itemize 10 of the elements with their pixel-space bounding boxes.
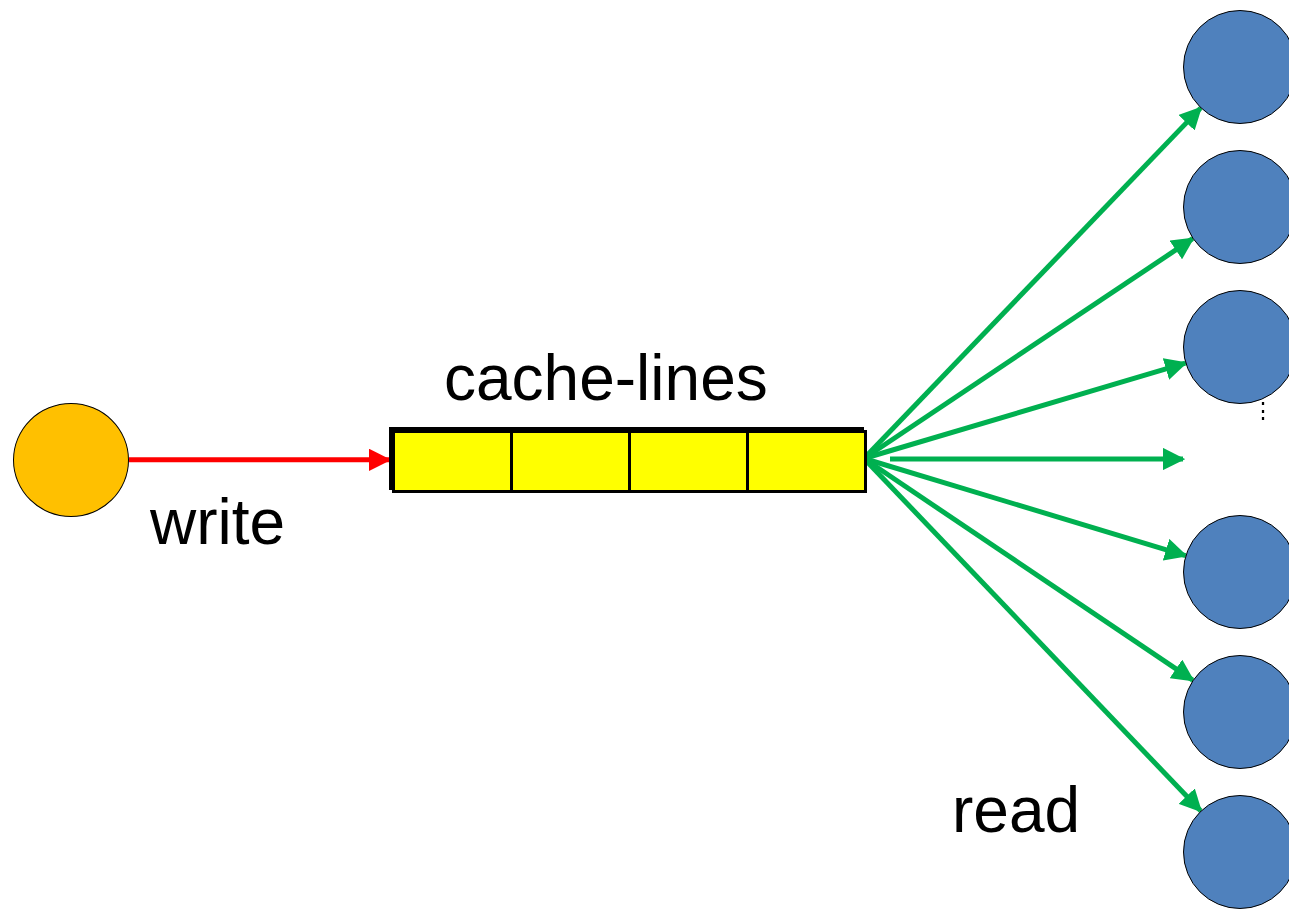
cache-line-cell [510,430,631,493]
edge-label: write [150,490,286,554]
edge-label: read [952,778,1081,842]
cache-line-cell [746,430,867,493]
cache-line-cell [628,430,749,493]
cache-line-cell [392,430,513,493]
arrow [890,447,1186,471]
ellipsis-mark: ⋮ [1252,400,1274,422]
node-title: cache-lines [444,346,768,410]
reader-circle [1183,795,1289,909]
